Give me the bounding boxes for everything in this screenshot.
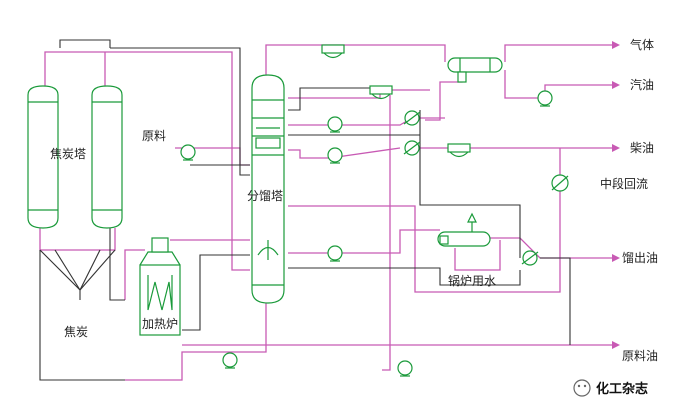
- label-mid-reflux: 中段回流: [600, 176, 648, 191]
- pipe-overhead: [265, 44, 446, 75]
- pipe-coke-overhead: [44, 51, 250, 271]
- label-feed-oil: 原料油: [622, 349, 658, 363]
- line-reflux-top: [288, 87, 370, 111]
- watermark-icon: [573, 379, 591, 397]
- pipe-distillate: [288, 229, 440, 254]
- pipe-distillate-out: [490, 237, 612, 259]
- arrow-diesel: [612, 144, 620, 152]
- pipe-bottoms: [125, 298, 267, 381]
- heating-furnace: [139, 237, 181, 336]
- line-overhead-main: [110, 47, 250, 176]
- heat-exchangers: [403, 110, 569, 266]
- cooler-reflux: [369, 85, 393, 100]
- label-gasoline: 汽油: [630, 77, 654, 92]
- pump-gasoline: [537, 90, 553, 107]
- pipe-gas-out: [504, 44, 612, 62]
- exchanger-2: [403, 140, 421, 156]
- boiler-drum: [437, 212, 491, 247]
- line-coke-split-4: [79, 249, 101, 291]
- pipe-reflux-line: [288, 89, 430, 99]
- labels: 气体 汽油 柴油 中段回流 馏出油 原料油 原料 焦炭塔 分馏塔 焦炭 加热炉 …: [50, 37, 658, 363]
- line-bottom-left: [39, 250, 125, 381]
- gas-separator: [447, 57, 503, 83]
- line-furnace-to-frac: [182, 254, 250, 331]
- label-fractionator: 分馏塔: [247, 189, 283, 203]
- pipe-mid-reflux: [288, 148, 561, 293]
- pump-diesel-1: [327, 116, 343, 133]
- exchanger-1: [403, 110, 421, 126]
- watermark-text: 化工杂志: [596, 381, 648, 397]
- label-feed: 原料: [142, 129, 166, 143]
- pipe-coke-bottom-1: [39, 228, 116, 251]
- label-coke-tower: 焦炭塔: [50, 147, 86, 161]
- arrow-gas: [612, 41, 620, 49]
- exchanger-mid-reflux: [551, 174, 569, 192]
- process-lines: [39, 39, 571, 381]
- label-diesel: 柴油: [630, 141, 654, 155]
- pump-feed: [180, 144, 196, 161]
- watermark: 化工杂志: [573, 379, 648, 397]
- air-coolers: [321, 44, 471, 158]
- arrow-distillate: [612, 254, 620, 262]
- pump-distillate: [327, 245, 343, 262]
- cooler-diesel: [447, 143, 471, 158]
- pipe-mid-draw: [288, 147, 401, 159]
- line-coke-split-3: [54, 249, 81, 291]
- pipe-vertical-mid: [382, 95, 391, 371]
- pump-bottom-2: [397, 360, 413, 377]
- pipe-network: [39, 44, 612, 381]
- line-distillate: [288, 267, 521, 286]
- label-heating-furnace: 加热炉: [142, 317, 178, 331]
- arrow-gasoline: [612, 81, 620, 89]
- line-coke-split-2: [79, 249, 116, 291]
- pipe-top-reflux: [425, 72, 463, 121]
- exchanger-distillate: [521, 250, 539, 266]
- line-furnace-up: [109, 228, 125, 301]
- pump-bottom-1: [222, 352, 238, 369]
- coke-tower-right: [91, 85, 123, 229]
- cooler-overhead: [321, 44, 345, 59]
- label-gas: 气体: [630, 37, 654, 52]
- pipe-furnace-out: [124, 249, 145, 300]
- label-boiler-water: 锅炉用水: [448, 273, 496, 288]
- pipe-diesel: [288, 117, 445, 126]
- pumps: [180, 90, 553, 377]
- pipe-gasoline-out: [504, 70, 612, 99]
- line-coke-overhead: [59, 39, 111, 48]
- arrow-feed-oil: [612, 341, 620, 349]
- line-mid-right: [419, 110, 521, 258]
- coke-tower-left: [27, 85, 59, 229]
- fractionator-column: [251, 74, 285, 304]
- pipe-boiler: [454, 240, 501, 271]
- line-feed-right: [540, 257, 571, 345]
- label-distillate: 馏出油: [622, 251, 658, 265]
- pump-diesel-2: [327, 147, 343, 164]
- outlet-arrows: [612, 41, 620, 349]
- label-coke: 焦炭: [64, 325, 88, 339]
